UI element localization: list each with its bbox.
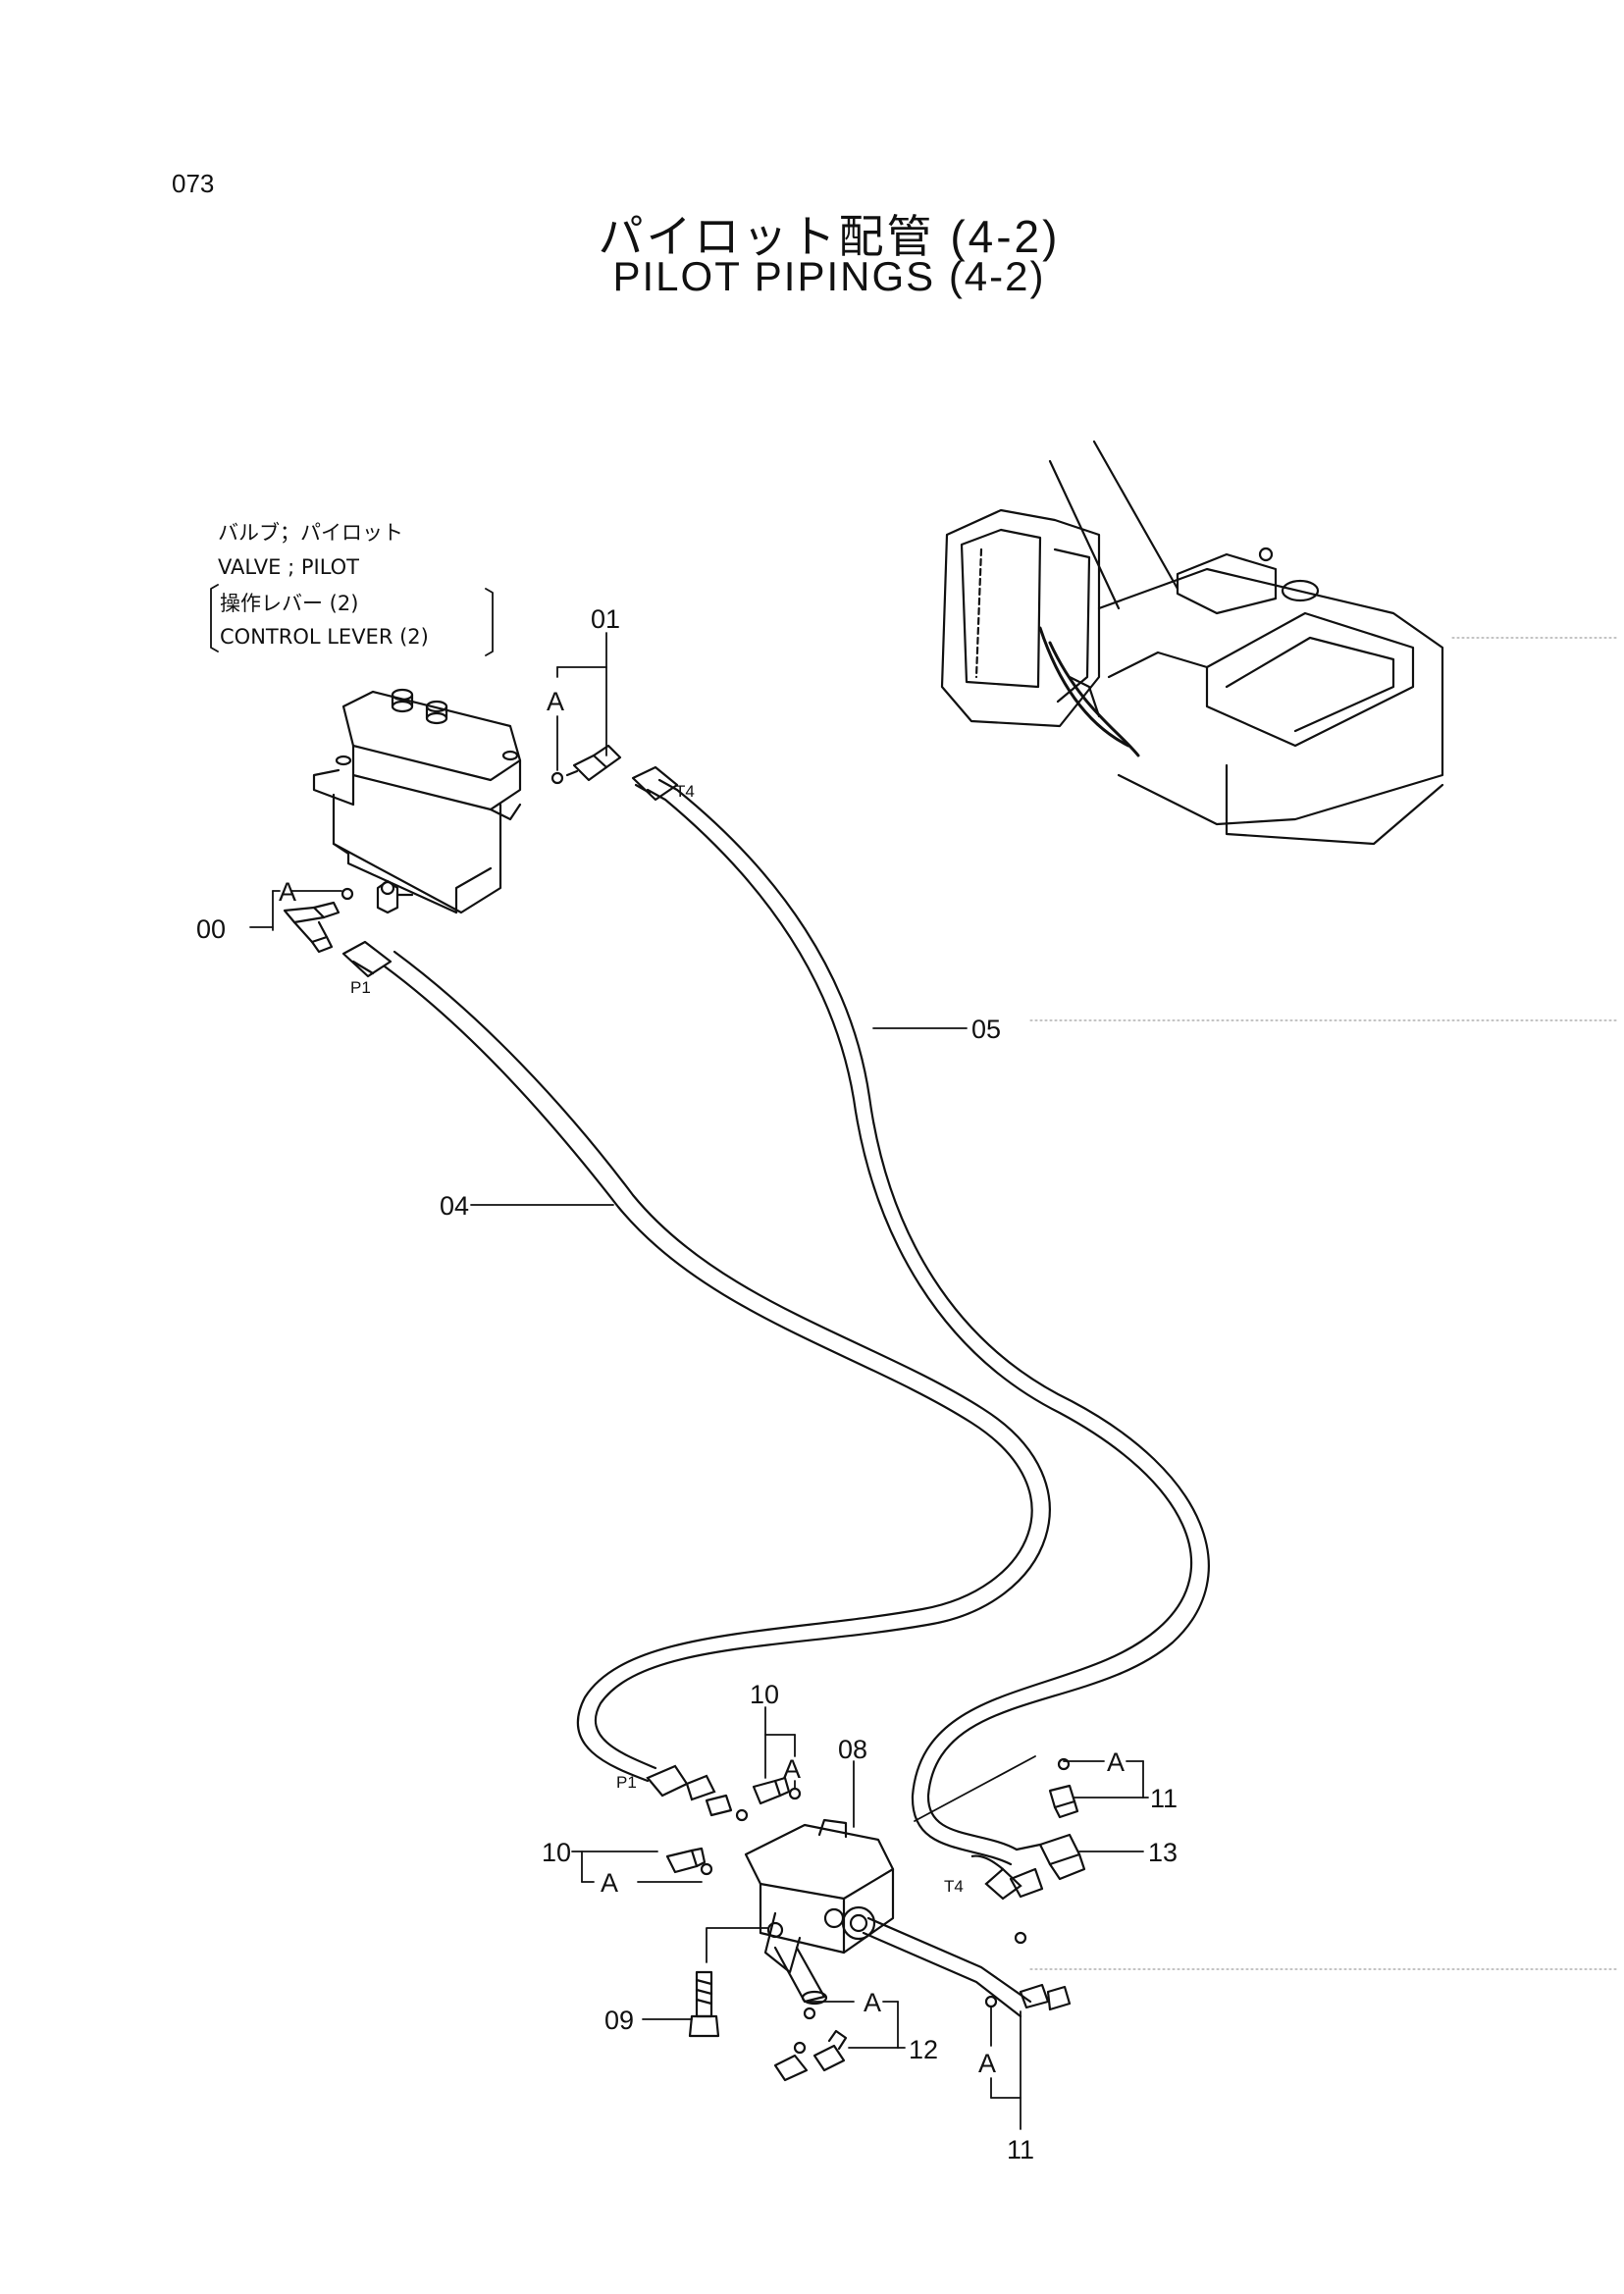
- callout-09: 09: [604, 2006, 634, 2035]
- callout-05: 05: [971, 1015, 1001, 1044]
- leader-lines: [210, 584, 1149, 2130]
- ref-mark-a-11-bottom: A: [978, 2049, 996, 2078]
- pilot-valve-illustration: [312, 688, 522, 914]
- callout-08: 08: [838, 1735, 867, 1764]
- tee-13: [1009, 1833, 1086, 1899]
- port-t4-bottom: T4: [944, 1877, 964, 1896]
- ref-mark-a-00: A: [279, 877, 296, 907]
- callout-12: 12: [909, 2035, 938, 2064]
- ref-mark-a-01: A: [547, 687, 564, 716]
- hose-05: [631, 765, 1210, 1866]
- ref-mark-a-11-right: A: [1107, 1747, 1125, 1777]
- pipe-to-fittings-11: [862, 1916, 1072, 2018]
- callout-numbers: 01 00 05 04 10 08 10 09 12 11 13 11: [196, 604, 1178, 2164]
- title-english: PILOT PIPINGS (4-2): [612, 253, 1046, 299]
- port-p1-top: P1: [350, 978, 371, 997]
- callout-13: 13: [1148, 1838, 1178, 1867]
- valve-block-08-illustration: [744, 1818, 895, 2006]
- port-p1-bottom: P1: [616, 1773, 637, 1792]
- valve-label-jp: バルブ；パイロット: [218, 521, 403, 545]
- port-t4-top: T4: [675, 782, 695, 801]
- bolt-09: [688, 1970, 720, 2038]
- ref-mark-a-10-top: A: [783, 1754, 801, 1784]
- valve-label-group: バルブ；パイロット VALVE ; PILOT 操作レバー (2) CONTRO…: [218, 521, 429, 649]
- fittings-12: [773, 2007, 848, 2082]
- title-japanese: パイロット配管 (4-2): [598, 211, 1061, 262]
- fittings-11-right: [1048, 1757, 1079, 1819]
- control-lever-label-en: CONTROL LEVER (2): [220, 625, 429, 649]
- bottom-hose-end-fittings: [646, 1764, 1022, 1901]
- fitting-01-elbow: [550, 744, 622, 785]
- reference-marks: A A A A A A A: [279, 687, 1125, 2078]
- callout-10-top: 10: [750, 1680, 779, 1709]
- port-labels: T4 P1 P1 T4: [350, 782, 964, 1896]
- callout-11-bottom: 11: [1007, 2135, 1034, 2164]
- callout-10-left: 10: [542, 1838, 571, 1867]
- callout-04: 04: [440, 1191, 469, 1221]
- callout-00: 00: [196, 914, 226, 944]
- ref-mark-a-10-left: A: [601, 1868, 618, 1898]
- fittings-10: [665, 1776, 802, 1876]
- ref-mark-a-12: A: [864, 1988, 881, 2017]
- callout-01: 01: [591, 604, 620, 634]
- excavator-overview-illustration: [940, 440, 1444, 846]
- page-number: 073: [172, 169, 215, 198]
- control-lever-label-jp: 操作レバー (2): [220, 592, 358, 615]
- valve-label-en: VALVE ; PILOT: [218, 555, 359, 579]
- hose-04: [341, 940, 1051, 1783]
- dotted-guide-lines: [1029, 637, 1620, 1970]
- fitting-00-tee: [283, 887, 354, 954]
- callout-11-right: 11: [1150, 1784, 1178, 1813]
